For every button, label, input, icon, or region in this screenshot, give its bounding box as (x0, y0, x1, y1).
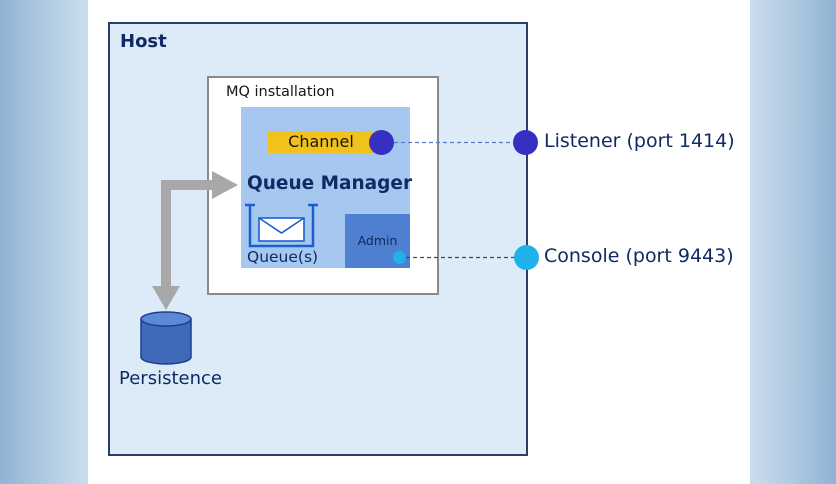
database-cylinder-icon (140, 311, 192, 365)
admin-label: Admin (357, 233, 398, 248)
persistence-label: Persistence (119, 368, 222, 389)
channel-label: Channel (288, 132, 354, 151)
envelope-icon (245, 203, 318, 248)
host-title: Host (120, 31, 167, 52)
queue-label: Queue(s) (247, 248, 319, 266)
admin-endpoint-dot (393, 251, 406, 264)
listener-dot (513, 130, 538, 155)
console-label: Console (port 9443) (544, 245, 734, 267)
channel-endpoint-dot (369, 130, 394, 155)
channel-bar (268, 131, 380, 153)
mq-installation-title: MQ installation (226, 84, 335, 100)
console-dot (514, 245, 539, 270)
queue-manager-title: Queue Manager (247, 173, 413, 194)
bidirectional-arrow-icon (152, 171, 238, 310)
listener-label: Listener (port 1414) (544, 130, 735, 152)
